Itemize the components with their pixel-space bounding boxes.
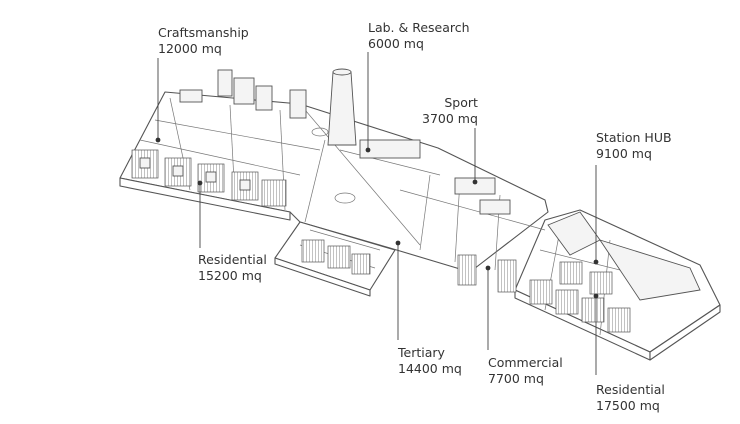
label-residential-east: Residential 17500 mq [596, 382, 665, 414]
label-area: 7700 mq [488, 371, 544, 386]
label-area: 6000 mq [368, 36, 424, 51]
label-lab-research: Lab. & Research 6000 mq [368, 20, 470, 52]
station-hub-roof [547, 211, 701, 301]
label-area: 3700 mq [422, 111, 478, 126]
label-residential-west: Residential 15200 mq [198, 252, 267, 284]
residential-west-blocks [131, 149, 287, 207]
label-name: Residential [596, 382, 665, 397]
commercial-blocks [457, 254, 517, 293]
label-station-hub: Station HUB 9100 mq [596, 130, 672, 162]
label-area: 15200 mq [198, 268, 262, 283]
lab-and-sport-buildings [359, 139, 511, 215]
label-sport: Sport 3700 mq [422, 95, 478, 127]
label-name: Tertiary [398, 345, 445, 360]
label-commercial: Commercial 7700 mq [488, 355, 563, 387]
chimney-tower [327, 68, 357, 146]
label-area: 14400 mq [398, 361, 462, 376]
tertiary-blocks [301, 239, 371, 275]
label-area: 12000 mq [158, 41, 222, 56]
leader-lines [155, 52, 599, 375]
label-name: Sport [444, 95, 478, 110]
label-name: Residential [198, 252, 267, 267]
label-craftsmanship: Craftsmanship 12000 mq [158, 25, 249, 57]
craftsmanship-buildings [179, 69, 307, 119]
label-name: Commercial [488, 355, 563, 370]
residential-east-blocks [529, 261, 631, 333]
label-tertiary: Tertiary 14400 mq [398, 345, 462, 377]
label-name: Lab. & Research [368, 20, 470, 35]
label-area: 9100 mq [596, 146, 652, 161]
label-name: Craftsmanship [158, 25, 249, 40]
label-name: Station HUB [596, 130, 672, 145]
label-area: 17500 mq [596, 398, 660, 413]
